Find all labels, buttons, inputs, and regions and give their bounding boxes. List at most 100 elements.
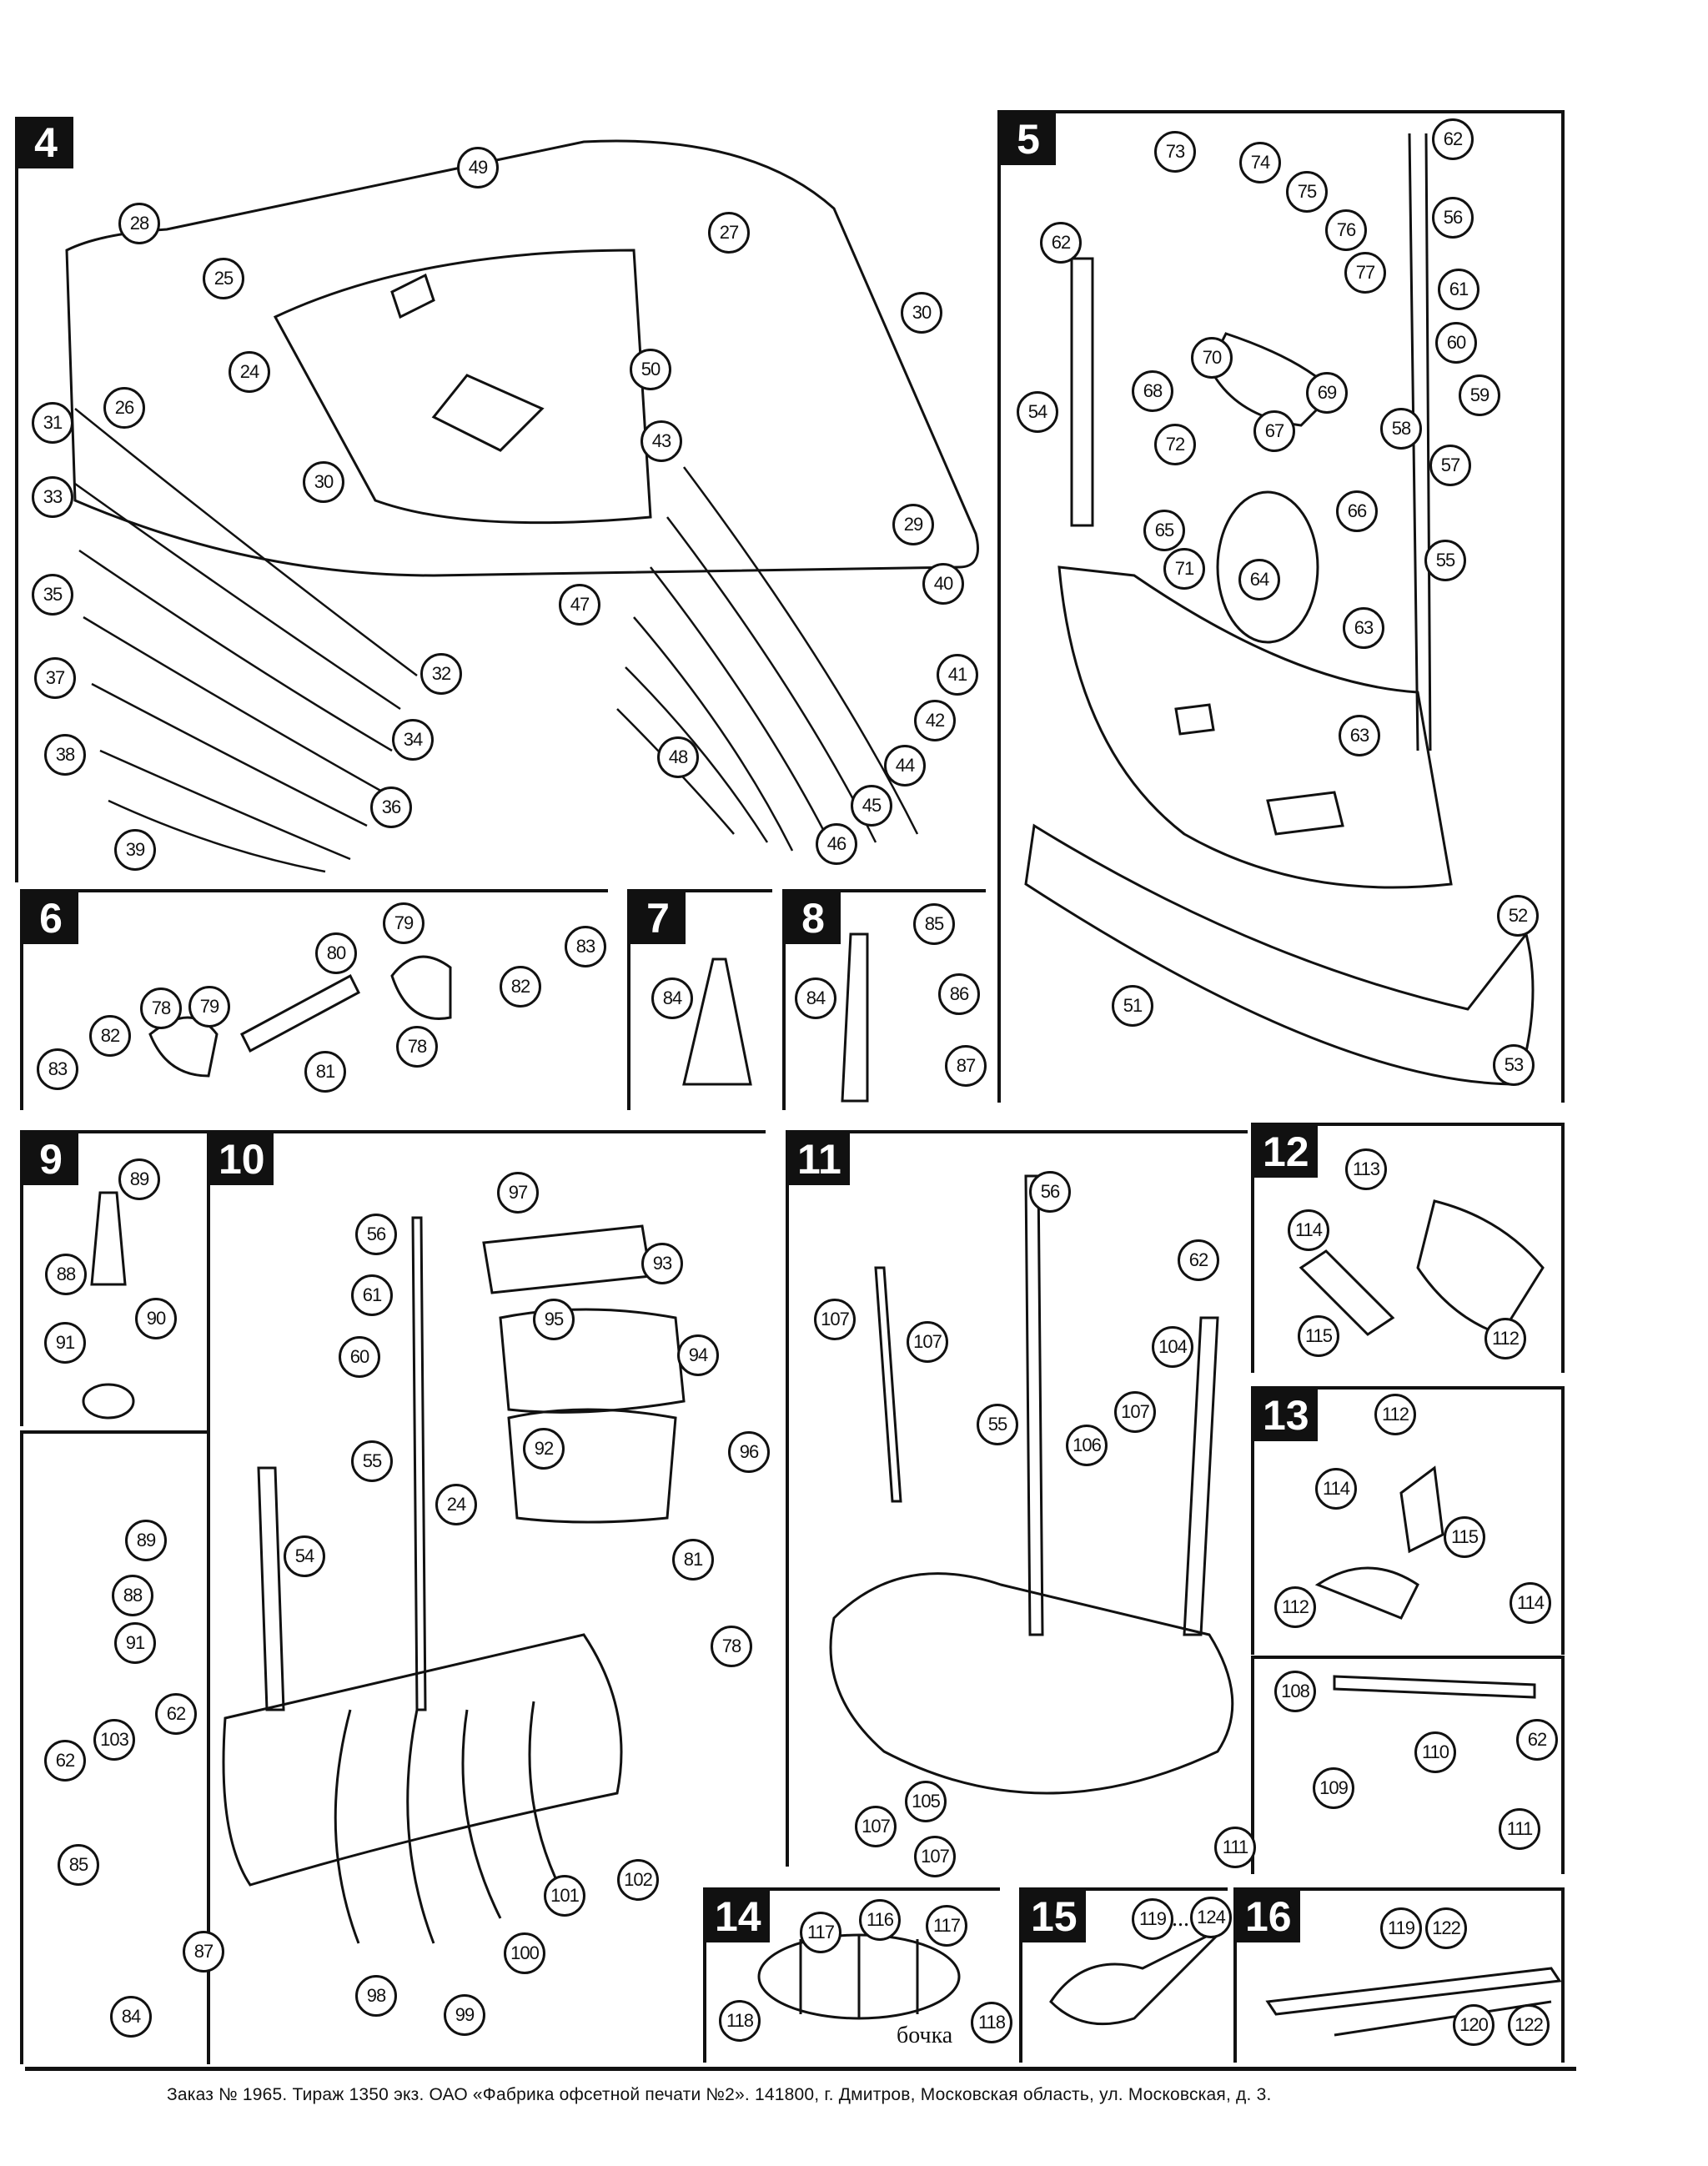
- part-callout: 112: [1374, 1394, 1416, 1435]
- part-callout: 100: [504, 1932, 545, 1974]
- part-callout: 65: [1143, 510, 1185, 551]
- part-callout: 63: [1343, 607, 1384, 649]
- step-panel-4: 4: [15, 117, 992, 882]
- lantern-step-9: [82, 1191, 135, 1420]
- part-callout: 27: [708, 212, 750, 254]
- part-callout: 107: [814, 1299, 856, 1340]
- step-number: 16: [1237, 1891, 1300, 1942]
- part-callout: 40: [922, 563, 964, 605]
- part-callout: 105: [905, 1781, 947, 1822]
- part-callout: 71: [1163, 548, 1205, 590]
- part-callout: 80: [315, 932, 357, 974]
- part-callout: 114: [1510, 1582, 1551, 1624]
- part-callout: 78: [140, 988, 182, 1029]
- part-callout: 68: [1132, 370, 1173, 412]
- print-imprint-footer: Заказ № 1965. Тираж 1350 экз. ОАО «Фабри…: [167, 2085, 1272, 2104]
- part-callout: 111: [1499, 1808, 1540, 1850]
- part-callout: 31: [32, 402, 73, 444]
- part-callout: 107: [855, 1806, 897, 1847]
- part-callout: 24: [435, 1484, 477, 1525]
- part-callout: 60: [1435, 322, 1477, 364]
- part-step-15: [1049, 1925, 1228, 2026]
- part-callout: 79: [383, 902, 424, 944]
- part-callout: 32: [420, 653, 462, 695]
- step-panel-14: 14: [703, 1887, 1000, 2063]
- part-callout: 69: [1306, 372, 1348, 414]
- step-panel-13: 13: [1251, 1386, 1565, 1655]
- step-panel-15: 15: [1019, 1887, 1228, 2063]
- strips-step-16: [1265, 1967, 1562, 2037]
- part-callout: 91: [44, 1322, 86, 1364]
- part-callout: 103: [93, 1719, 135, 1761]
- step-panel-8: 8: [782, 889, 986, 1110]
- part-callout: 107: [914, 1836, 956, 1877]
- part-callout: 97: [497, 1172, 539, 1214]
- part-callout: 50: [630, 349, 671, 390]
- part-callout: 99: [444, 1994, 485, 2036]
- part-callout: 63: [1339, 715, 1380, 756]
- step-panel-10: 10: [207, 1130, 766, 2064]
- part-callout: 60: [339, 1336, 380, 1378]
- part-callout: 75: [1286, 171, 1328, 213]
- part-callout: 78: [711, 1626, 752, 1667]
- part-callout: 82: [89, 1015, 131, 1057]
- part-callout: 118: [971, 2002, 1012, 2043]
- part-callout: 55: [351, 1440, 393, 1482]
- part-callout: 120: [1453, 2004, 1494, 2046]
- part-callout: 89: [118, 1158, 160, 1200]
- part-callout: 94: [677, 1334, 719, 1376]
- part-callout: 44: [884, 745, 926, 786]
- part-callout: 79: [188, 986, 230, 1028]
- part-callout: 82: [500, 966, 541, 1008]
- part-callout: 58: [1380, 408, 1422, 450]
- step-panel-6: 6: [20, 889, 608, 1110]
- part-callout: 42: [914, 700, 956, 741]
- part-callout: 115: [1444, 1516, 1485, 1558]
- step-panel-16: 16: [1233, 1887, 1565, 2063]
- part-callout: 83: [565, 926, 606, 967]
- part-callout: 84: [651, 977, 693, 1019]
- part-callout: 26: [103, 387, 145, 429]
- step-number: 4: [18, 117, 73, 168]
- step-panel-9: 9: [20, 1130, 208, 1426]
- part-callout: 107: [907, 1321, 948, 1363]
- part-callout: 114: [1315, 1468, 1357, 1510]
- part-callout: 74: [1239, 142, 1281, 183]
- part-callout: 114: [1288, 1209, 1329, 1251]
- part-callout: 46: [816, 823, 857, 865]
- step-number: 8: [786, 892, 841, 944]
- part-callout: 92: [523, 1428, 565, 1470]
- part-callout: 59: [1459, 374, 1500, 416]
- post-step-8: [841, 932, 869, 1103]
- step-number: 14: [706, 1891, 770, 1942]
- step-panel-11: 11: [786, 1130, 1248, 1867]
- part-callout: 87: [183, 1931, 224, 1973]
- part-callout: 96: [728, 1431, 770, 1473]
- part-callout: 117: [800, 1912, 841, 1953]
- part-callout: 38: [44, 734, 86, 776]
- part-callout: 70: [1191, 337, 1233, 379]
- part-callout: 72: [1154, 424, 1196, 465]
- part-callout: 55: [1424, 540, 1466, 581]
- part-callout: 66: [1336, 490, 1378, 532]
- part-callout: 61: [1438, 269, 1479, 310]
- footer-divider: [25, 2067, 1576, 2071]
- part-callout: 52: [1497, 895, 1539, 937]
- part-callout: 88: [112, 1575, 153, 1616]
- part-callout: 85: [913, 903, 955, 945]
- part-callout: 91: [114, 1622, 156, 1664]
- part-callout: 88: [45, 1254, 87, 1295]
- part-callout: 55: [977, 1404, 1018, 1445]
- part-callout: 41: [937, 654, 978, 696]
- part-callout: 119: [1132, 1898, 1173, 1940]
- part-callout: 62: [1178, 1239, 1219, 1281]
- part-callout: 67: [1253, 410, 1295, 452]
- part-callout: 28: [118, 203, 160, 244]
- step-panel-5: 5: [997, 110, 1565, 1103]
- parts-step-12-13: [1299, 1199, 1545, 1620]
- part-callout: 37: [34, 657, 76, 699]
- part-callout: 56: [1029, 1171, 1071, 1213]
- part-callout: 113: [1345, 1148, 1387, 1190]
- part-callout: 84: [110, 1996, 152, 2038]
- part-callout: 101: [544, 1875, 585, 1917]
